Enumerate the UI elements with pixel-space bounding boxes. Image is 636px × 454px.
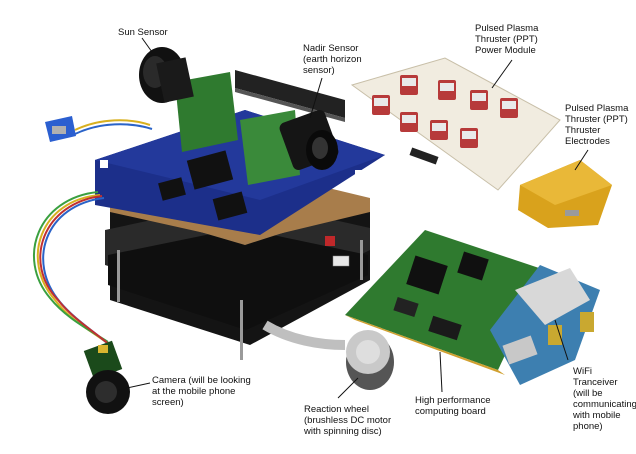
wifi-transceiver [490,265,600,385]
ppt-power-module [350,57,561,191]
sun-sensor [139,47,194,103]
leader-lines [117,37,589,399]
label-ppt-electrodes: Pulsed Plasma Thruster (PPT) Thruster El… [565,103,629,147]
label-camera: Camera (will be looking at the mobile ph… [152,375,251,408]
label-sun-sensor: Sun Sensor [118,27,168,38]
label-computing-board: High performance computing board [415,395,491,417]
nadir-sensor [279,109,339,171]
label-reaction-wheel: Reaction wheel (brushless DC motor with … [304,404,392,437]
camera-module [83,340,130,414]
sun-sensor-connector [45,116,76,142]
sensor-cables [33,119,153,349]
label-nadir-sensor: Nadir Sensor (earth horizon sensor) [303,43,362,76]
reaction-wheel [262,320,394,390]
label-wifi-transceiver: WiFi Tranceiver (will be communicating w… [573,366,636,432]
ppt-electrode-block [518,160,612,228]
label-ppt-power-module: Pulsed Plasma Thruster (PPT) Power Modul… [475,23,539,56]
